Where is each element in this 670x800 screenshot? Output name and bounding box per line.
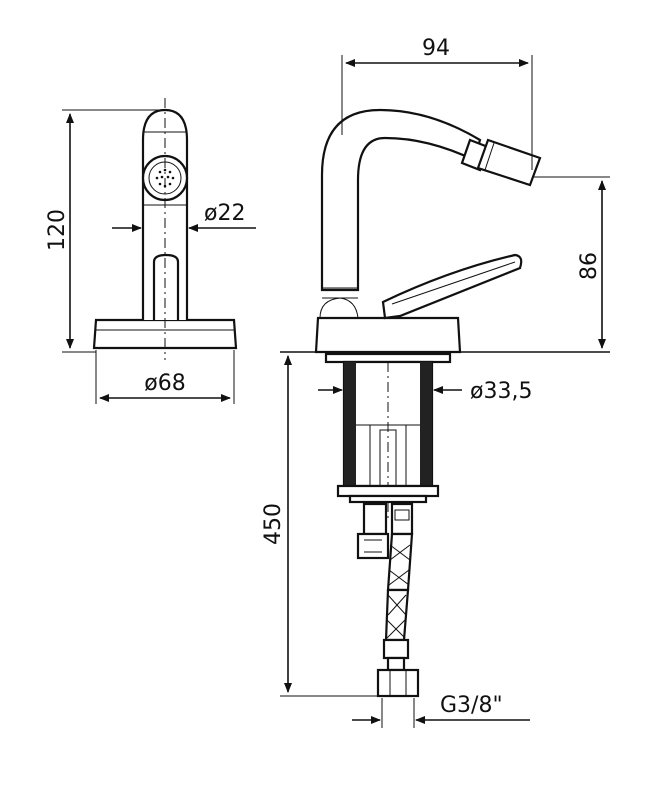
front-view <box>280 108 610 698</box>
label-height-side: 120 <box>45 209 70 251</box>
hatch-left <box>344 362 356 486</box>
aerator-icon <box>155 168 175 188</box>
label-width-top: 94 <box>422 36 450 61</box>
dim-height-side: 120 <box>45 109 160 353</box>
label-hose-length: 450 <box>261 503 286 545</box>
dim-hose-length: 450 <box>261 351 380 697</box>
hatch-right <box>420 362 432 486</box>
label-base-diameter: ø68 <box>144 371 185 396</box>
side-view <box>92 98 238 360</box>
label-shank-diameter: ø33,5 <box>470 379 532 404</box>
dim-shank-diameter: ø33,5 <box>318 379 532 404</box>
dim-base-diameter: ø68 <box>95 350 235 404</box>
hose-braid-lower <box>386 594 407 639</box>
hose-braid-upper <box>388 544 411 586</box>
dim-width-top: 94 <box>341 36 533 170</box>
dim-spout-diameter: ø22 <box>112 201 256 232</box>
dim-height-spout: 86 <box>532 176 610 349</box>
label-height-spout: 86 <box>577 252 602 280</box>
dim-thread: G3/8" <box>352 693 530 728</box>
label-spout-diameter: ø22 <box>204 201 245 226</box>
label-thread: G3/8" <box>440 693 503 718</box>
